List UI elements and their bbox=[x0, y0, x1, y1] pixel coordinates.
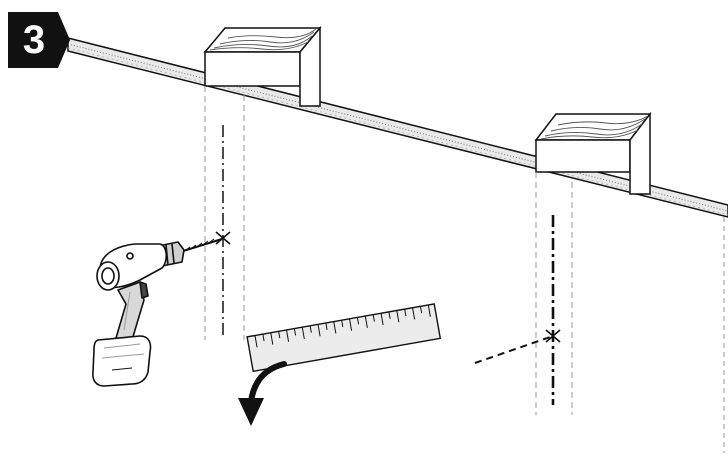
guide-lines-left bbox=[204, 86, 245, 340]
drill-mark-left bbox=[215, 231, 231, 245]
guide-lines-right bbox=[474, 172, 573, 415]
step-number: 3 bbox=[22, 18, 46, 62]
step-badge-icon bbox=[8, 12, 70, 68]
drill-mark-right bbox=[545, 329, 561, 343]
drill-icon bbox=[92, 238, 223, 387]
curved-arrow-down-icon bbox=[238, 361, 287, 426]
wood-block-left-icon bbox=[203, 25, 322, 107]
wood-block-right-icon bbox=[534, 111, 652, 195]
ruler-icon bbox=[246, 303, 442, 373]
